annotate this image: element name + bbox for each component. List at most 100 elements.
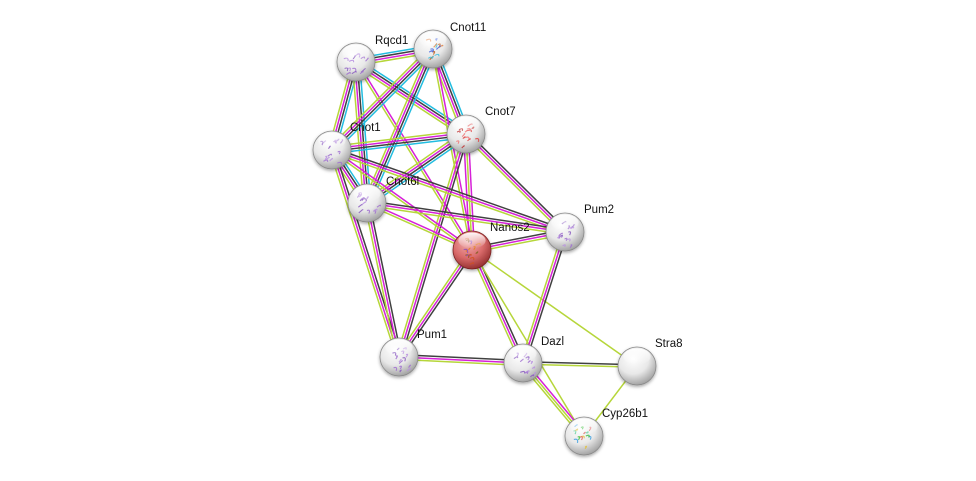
edge-strand-experiment: [331, 149, 566, 233]
edge-nanos2-pum1[interactable]: [396, 248, 475, 359]
edge-rqcd1-cnot6l[interactable]: [351, 61, 372, 204]
edge-strand-coexpression: [399, 353, 524, 362]
edge-strand-textmining: [396, 248, 471, 357]
node-highlight: [509, 345, 537, 362]
structure-stroke: [520, 370, 526, 374]
node-highlight: [623, 348, 651, 365]
edge-strand-coexpression: [367, 199, 566, 231]
structure-stroke: [568, 231, 572, 236]
structure-stroke: [531, 366, 536, 369]
structure-stroke: [348, 59, 355, 63]
structure-stroke: [469, 257, 475, 261]
node-stra8[interactable]: Stra8: [617, 338, 683, 386]
edge-cnot7-pum2[interactable]: [463, 131, 568, 235]
edge-strand-textmining: [395, 133, 465, 357]
edge-strand-coexpression: [333, 149, 402, 357]
structure-stroke: [365, 57, 369, 62]
structure-stroke: [376, 204, 381, 208]
edge-strand-experiment: [366, 202, 566, 233]
edge-cnot1-pum2[interactable]: [330, 147, 567, 235]
edge-pum2-dazl[interactable]: [520, 231, 568, 364]
edge-strand-database: [369, 50, 437, 205]
structure-stroke: [557, 236, 560, 239]
node-dazl[interactable]: Dazl: [503, 336, 564, 383]
edge-strand-coexpression: [524, 232, 568, 364]
edge-strand-textmining: [520, 231, 564, 363]
edge-cnot7-cnot1[interactable]: [331, 129, 467, 155]
edge-strand-coexpression: [332, 147, 567, 231]
edge-strand-textmining: [329, 150, 398, 358]
structure-stroke: [359, 70, 364, 75]
edges-layer: [327, 44, 638, 439]
node-highlight: [452, 116, 480, 133]
structure-stroke: [530, 360, 534, 365]
node-label: Cnot7: [485, 106, 516, 118]
node-cyp26b1[interactable]: Cyp26b1: [564, 408, 648, 456]
edge-strand-textmining: [398, 358, 523, 367]
edge-strand-coexpression: [332, 134, 467, 152]
node-rqcd1[interactable]: Rqcd1: [336, 35, 408, 82]
edge-strand-experiment: [433, 48, 474, 250]
node-label: Nanos2: [490, 222, 530, 234]
structure-stroke: [434, 53, 440, 57]
edge-strand-textmining: [471, 249, 638, 367]
edge-strand-textmining: [351, 62, 365, 204]
edge-strand-coexpression: [367, 49, 435, 204]
edge-cnot6l-pum2[interactable]: [366, 199, 566, 236]
structure-stroke: [366, 209, 371, 214]
edge-strand-database: [332, 136, 467, 155]
node-cnot11[interactable]: Cnot11: [413, 22, 486, 69]
node-label: Cnot1: [350, 122, 381, 134]
edge-strand-textmining: [363, 47, 431, 202]
structure-stroke: [527, 360, 531, 364]
structure-stroke: [324, 155, 328, 161]
structure-stroke: [373, 208, 378, 212]
node-highlight: [570, 418, 598, 435]
structure-stroke: [467, 138, 471, 142]
edge-cnot6l-pum1[interactable]: [363, 202, 403, 358]
node-cnot7[interactable]: Cnot7: [446, 106, 516, 154]
structure-stroke: [406, 368, 411, 372]
node-label: Pum1: [417, 329, 447, 341]
edge-cnot11-cnot1[interactable]: [328, 45, 437, 154]
edge-nanos2-stra8[interactable]: [471, 249, 638, 367]
edge-strand-textmining: [328, 45, 431, 148]
structure-stroke: [346, 72, 351, 76]
edge-strand-experiment: [398, 356, 524, 364]
node-nanos2[interactable]: Nanos2: [452, 222, 530, 270]
node-pum1[interactable]: Pum1: [379, 329, 447, 377]
structure-stroke: [428, 50, 433, 53]
node-cnot6l[interactable]: Cnot6l: [347, 176, 419, 223]
edge-strand-textmining: [463, 135, 564, 235]
edge-strand-coexpression: [400, 250, 475, 359]
edge-strand-textmining: [471, 249, 585, 437]
edge-strand-experiment: [522, 231, 566, 364]
edge-cnot1-pum1[interactable]: [329, 149, 402, 358]
edge-strand-experiment: [365, 48, 433, 203]
structure-stroke: [351, 71, 357, 75]
edge-strand-database: [334, 51, 437, 154]
edge-cnot7-pum1[interactable]: [395, 133, 470, 358]
structure-stroke: [329, 157, 333, 162]
node-label: Dazl: [541, 336, 564, 348]
node-highlight: [353, 185, 381, 202]
structure-stroke: [560, 234, 564, 238]
edge-strand-textmining: [364, 130, 465, 201]
edge-strand-experiment: [331, 149, 400, 358]
structure-stroke: [361, 201, 367, 205]
edge-strand-coexpression: [368, 202, 403, 357]
structure-stroke: [402, 357, 406, 362]
node-pum2[interactable]: Pum2: [545, 204, 614, 252]
edge-cnot11-cnot6l[interactable]: [363, 47, 437, 205]
edge-cnot7-cnot6l[interactable]: [364, 130, 469, 207]
node-cnot1[interactable]: Cnot1: [312, 122, 381, 170]
structure-stroke: [461, 145, 465, 149]
edge-strand-database: [357, 58, 469, 132]
edge-pum1-dazl[interactable]: [398, 353, 524, 367]
edge-nanos2-cyp26b1[interactable]: [471, 249, 585, 437]
edge-cnot1-nanos2[interactable]: [330, 148, 474, 252]
node-highlight: [458, 232, 486, 249]
structure-stroke: [461, 133, 466, 138]
edge-strand-experiment: [332, 148, 474, 250]
